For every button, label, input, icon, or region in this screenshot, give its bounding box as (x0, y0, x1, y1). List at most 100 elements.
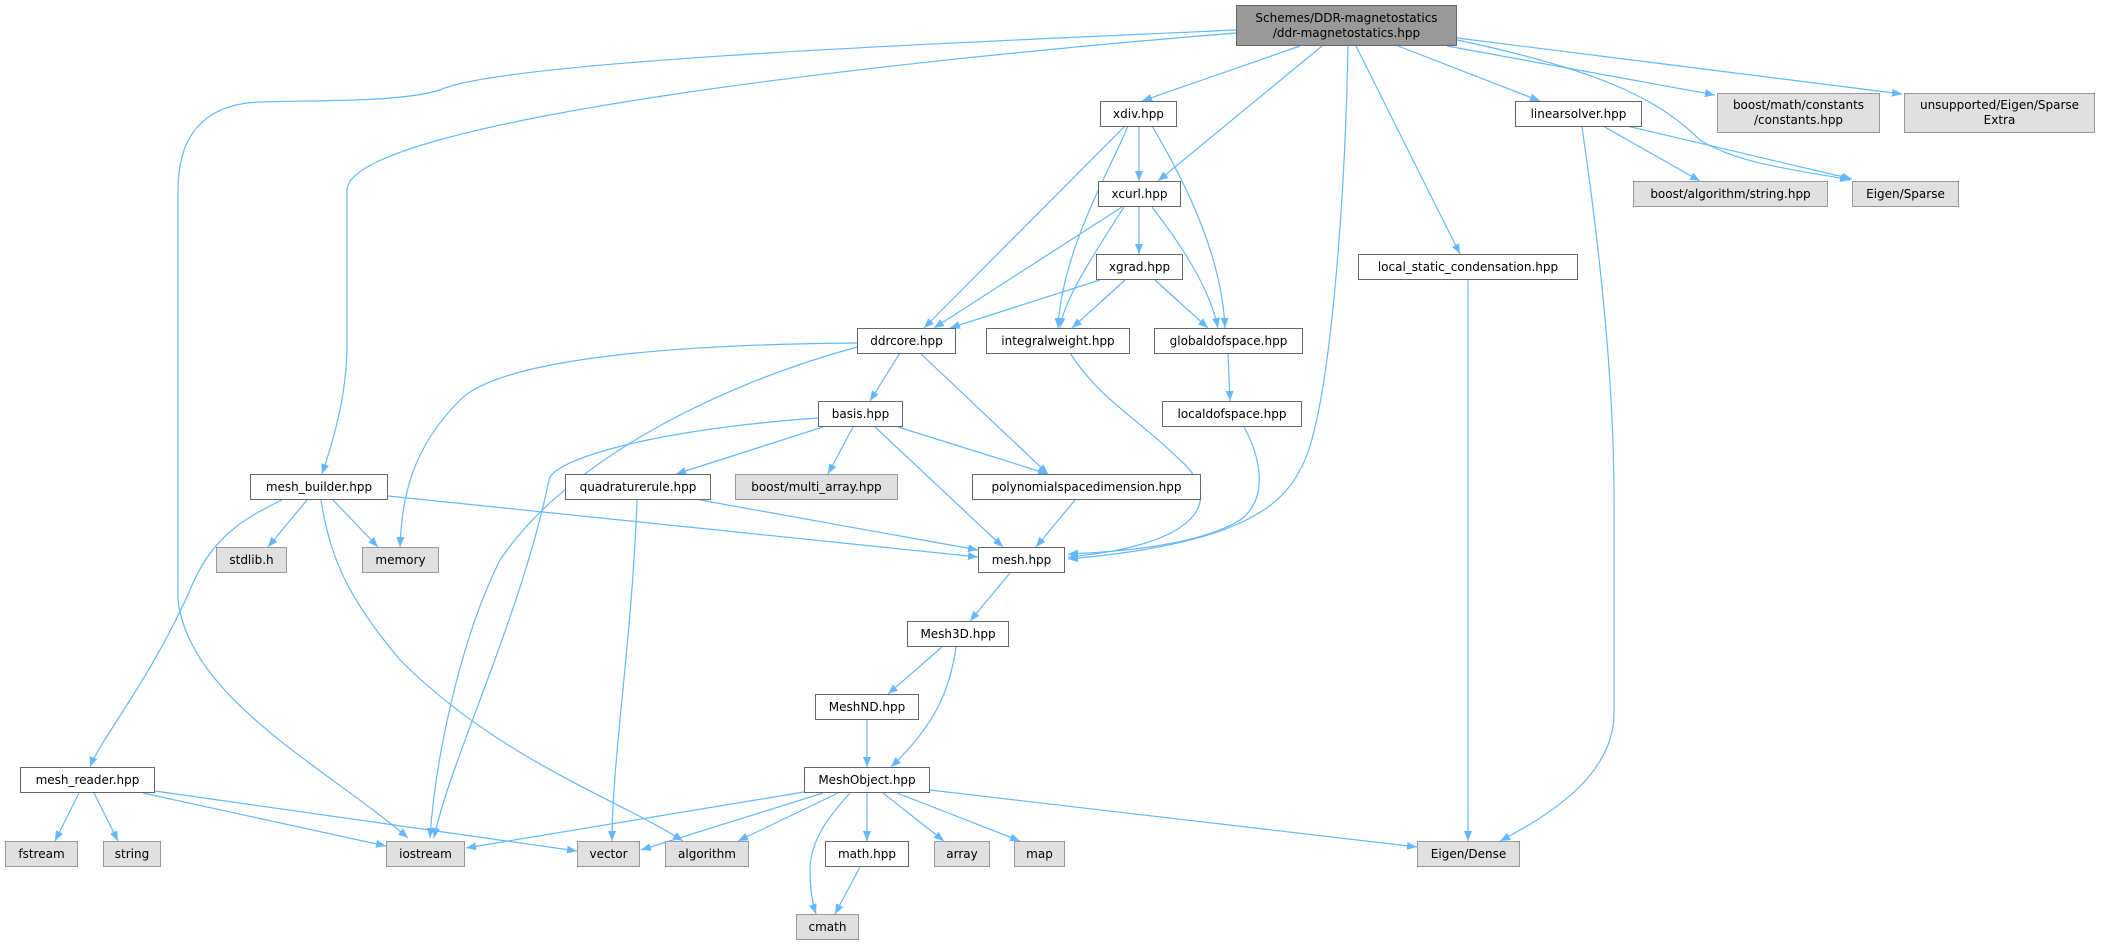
edge-globaldofspace-localdofspace (1225, 352, 1234, 402)
node-label: quadraturerule.hpp (579, 479, 697, 494)
edge-mesh3d-meshobject (890, 646, 957, 768)
edge-root-mesh-builder (321, 32, 1237, 475)
edge-meshobject-algorithm (737, 792, 839, 842)
edge-meshobject-map (896, 792, 1021, 842)
node-eigen-dense: Eigen/Dense (1417, 841, 1520, 867)
edge-xdiv-globaldofspace (1151, 125, 1229, 329)
edge-xgrad-integralweight (1071, 279, 1126, 329)
node-stdlib: stdlib.h (216, 547, 287, 573)
edge-xgrad-ddrcore (949, 279, 1101, 329)
edge-mesh-builder-mesh-reader (89, 499, 283, 768)
node-root-ddr-magnetostatics[interactable]: Schemes/DDR-magnetostatics /ddr-magnetos… (1236, 5, 1457, 46)
node-ddrcore[interactable]: ddrcore.hpp (857, 328, 956, 354)
node-memory: memory (362, 547, 439, 573)
edge-mesh-reader-iostream (142, 792, 387, 848)
node-label: globaldofspace.hpp (1169, 333, 1288, 348)
edge-root-eigen-sparse (1456, 39, 1851, 182)
node-label-line-2: /constants.hpp (1753, 113, 1844, 127)
node-mesh3d[interactable]: Mesh3D.hpp (907, 621, 1009, 647)
edge-basis-boost-multi-array (827, 426, 854, 475)
edge-math-cmath (834, 866, 861, 915)
node-array: array (934, 841, 990, 867)
edge-xcurl-ddrcore (933, 206, 1123, 329)
edge-linearsolver-boost-algorithm (1602, 125, 1701, 182)
node-label: algorithm (678, 846, 736, 861)
node-label-line-1: unsupported/Eigen/Sparse (1919, 98, 2080, 112)
node-meshnd[interactable]: MeshND.hpp (815, 694, 919, 720)
node-label: basis.hpp (831, 406, 890, 421)
edge-ddrcore-iostream (426, 346, 858, 839)
edge-mesh3d-meshnd (887, 646, 943, 695)
node-eigen-sparse: Eigen/Sparse (1852, 181, 1959, 207)
node-label: MeshObject.hpp (818, 772, 916, 787)
edge-meshobject-iostream (465, 791, 805, 851)
node-label: vector (589, 846, 628, 861)
edge-linearsolver-eigen-sparse (1626, 125, 1853, 181)
node-quadraturerule[interactable]: quadraturerule.hpp (565, 474, 711, 500)
edge-ddrcore-memory (396, 342, 858, 548)
edge-xdiv-integralweight (1054, 125, 1129, 329)
node-mesh-reader[interactable]: mesh_reader.hpp (20, 767, 155, 793)
node-label: local_static_condensation.hpp (1377, 259, 1559, 274)
edge-meshobject-vector (640, 792, 824, 851)
edge-root-iostream (177, 29, 1237, 839)
edge-mesh-reader-vector (154, 790, 578, 854)
node-xdiv[interactable]: xdiv.hpp (1100, 101, 1177, 127)
node-cmath: cmath (796, 914, 859, 940)
edge-mesh-reader-fstream (54, 792, 80, 842)
edge-basis-iostream (432, 417, 819, 839)
node-fstream: fstream (5, 841, 78, 867)
node-label: linearsolver.hpp (1530, 106, 1627, 121)
node-label: string (114, 846, 150, 861)
edge-meshobject-array (882, 792, 945, 842)
edge-mesh-builder-memory (332, 499, 379, 548)
node-boost-math-constants: boost/math/constants /constants.hpp (1717, 93, 1880, 133)
edge-quadraturerule-mesh (699, 499, 979, 553)
node-label: iostream (399, 846, 452, 861)
node-localdofspace[interactable]: localdofspace.hpp (1162, 401, 1302, 427)
edge-mesh-builder-stdlib (267, 499, 308, 548)
node-label: polynomialspacedimension.hpp (991, 479, 1182, 494)
node-label: Eigen/Sparse (1866, 186, 1945, 201)
node-polynomialspacedimension[interactable]: polynomialspacedimension.hpp (972, 474, 1201, 500)
node-xcurl[interactable]: xcurl.hpp (1098, 181, 1181, 207)
node-mesh[interactable]: mesh.hpp (978, 547, 1065, 573)
node-label: localdofspace.hpp (1177, 406, 1287, 421)
edge-root-xdiv (1141, 45, 1301, 102)
node-linearsolver[interactable]: linearsolver.hpp (1515, 101, 1642, 127)
node-label: xcurl.hpp (1111, 186, 1168, 201)
node-xgrad[interactable]: xgrad.hpp (1096, 254, 1183, 280)
node-label: Eigen/Dense (1430, 846, 1507, 861)
node-label: boost/multi_array.hpp (751, 479, 882, 494)
edge-integralweight-mesh (1067, 352, 1202, 561)
node-string: string (103, 841, 161, 867)
edge-basis-mesh (874, 426, 1004, 548)
node-math[interactable]: math.hpp (825, 841, 909, 867)
edge-mesh-reader-string (93, 792, 119, 842)
node-meshobject[interactable]: MeshObject.hpp (804, 767, 930, 793)
edge-ddrcore-polyspacedim (919, 352, 1049, 475)
node-integralweight[interactable]: integralweight.hpp (986, 328, 1130, 354)
node-iostream: iostream (386, 841, 465, 867)
node-mesh-builder[interactable]: mesh_builder.hpp (250, 474, 388, 500)
node-algorithm: algorithm (665, 841, 749, 867)
node-label: mesh.hpp (991, 552, 1052, 567)
edge-meshobject-eigen-dense (929, 789, 1418, 850)
edge-root-unsupported (1456, 37, 1903, 97)
edge-localdofspace-mesh (1067, 426, 1260, 558)
node-basis[interactable]: basis.hpp (818, 401, 903, 427)
edge-xcurl-globaldofspace (1151, 206, 1220, 329)
node-label-line-2: Extra (1983, 113, 2016, 127)
node-unsupported-eigen-sparse-extra: unsupported/Eigen/Sparse Extra (1904, 93, 2095, 133)
edge-mesh-mesh3d (969, 572, 1011, 622)
node-local-static-condensation[interactable]: local_static_condensation.hpp (1358, 254, 1578, 280)
node-label: xgrad.hpp (1108, 259, 1171, 274)
edge-xdiv-ddrcore (923, 125, 1126, 329)
node-label-line-2: /ddr-magnetostatics.hpp (1272, 25, 1421, 40)
edge-polyspacedim-mesh (1035, 499, 1076, 548)
node-label: fstream (18, 846, 65, 861)
node-label: MeshND.hpp (828, 699, 906, 714)
node-globaldofspace[interactable]: globaldofspace.hpp (1154, 328, 1303, 354)
